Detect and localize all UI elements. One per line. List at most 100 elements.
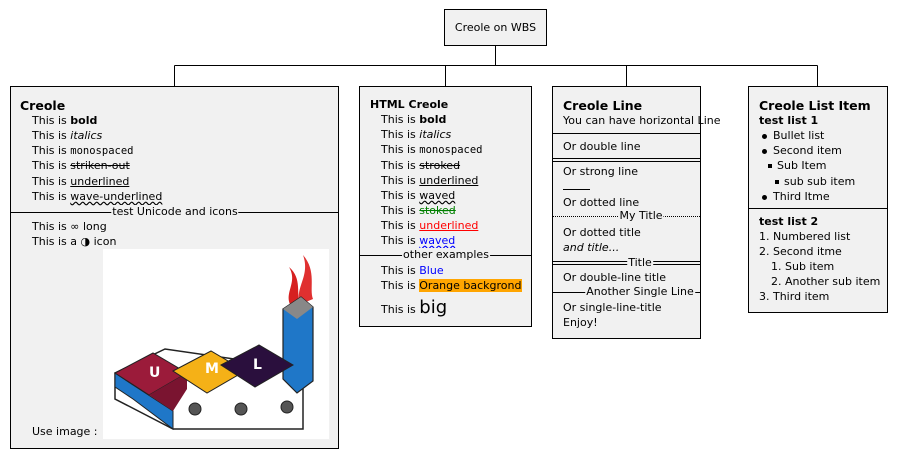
- html-waved-line: This is waved: [381, 189, 455, 202]
- bullet-label: Bullet list: [773, 129, 825, 142]
- html-under-line: This is underlined: [381, 174, 478, 187]
- uml-letter-u: U: [149, 365, 160, 381]
- single-line-title-text: Or single-line-title: [563, 301, 662, 314]
- creole-unicode-line: This is ∞ long: [32, 220, 107, 233]
- stoked-text: stoked: [419, 204, 456, 217]
- double-line-title: Title: [627, 256, 653, 269]
- strong-line: [563, 189, 590, 190]
- html-orange-line: This is Orange backgrond: [381, 279, 522, 292]
- bullet-icon: [762, 148, 767, 154]
- html-creole-node: HTML Creole This is bold This is italics…: [359, 86, 532, 327]
- list1-title: test list 1: [759, 114, 819, 127]
- prefix: This is: [32, 190, 67, 203]
- bullet-item: Bullet list: [762, 129, 824, 142]
- prefix: This is: [381, 219, 416, 232]
- prefix: This is: [381, 128, 416, 141]
- strike-text: striken-out: [70, 159, 130, 172]
- numbered-item: 3. Third item: [759, 290, 830, 303]
- prefix: This is: [32, 129, 67, 142]
- red-underlined-text: underlined: [419, 219, 479, 232]
- bullet-icon: [762, 133, 767, 139]
- creole-image-label: Use image :: [32, 425, 98, 438]
- horizontal-line-text: You can have horizontal Line: [563, 114, 721, 127]
- stroked-text: stroked: [419, 159, 461, 172]
- prefix: This is: [381, 303, 416, 316]
- html-creole-title: HTML Creole: [370, 98, 449, 111]
- creole-bold-line: This is bold: [32, 114, 97, 127]
- underlined-text: underlined: [419, 174, 479, 187]
- bullet-label: Sub Item: [777, 159, 827, 172]
- prefix: This is: [381, 159, 416, 172]
- waved-text: waved: [419, 189, 456, 202]
- prefix: This is: [381, 189, 416, 202]
- prefix: This is: [381, 204, 416, 217]
- creole-line-node: Creole Line You can have horizontal Line…: [552, 86, 721, 339]
- bullet-label: Third Itme: [773, 190, 830, 203]
- creole-list-node: Creole List Item test list 1 Bullet list…: [748, 86, 888, 313]
- prefix: This is: [32, 114, 67, 127]
- mono-text: monospaced: [419, 144, 483, 156]
- prefix: This is a: [32, 235, 77, 248]
- underlined-text: underlined: [70, 175, 130, 188]
- blue-waved-text: waved: [419, 234, 456, 247]
- sub-bullet-item: Sub Item: [768, 159, 826, 172]
- bold-text: bold: [70, 114, 98, 127]
- double-line-title-text: Or double-line title: [563, 271, 666, 284]
- dotted-title: My Title: [618, 209, 664, 222]
- creole-italic-line: This is italics: [32, 129, 102, 142]
- dotted-title-text: Or dotted title: [563, 226, 641, 239]
- creole-separator-title: test Unicode and icons: [111, 205, 239, 218]
- strong-line-text: Or strong line: [563, 165, 639, 178]
- numbered-sub-item: 2. Another sub item: [771, 275, 881, 288]
- prefix: This is: [381, 264, 416, 277]
- bullet-item: Third Itme: [762, 190, 830, 203]
- numbered-sub-item: 1. Sub item: [771, 260, 835, 273]
- html-bold-line: This is bold: [381, 113, 446, 126]
- html-separator-title: other examples: [402, 248, 490, 261]
- creole-under-line: This is underlined: [32, 175, 129, 188]
- prefix: This is: [381, 174, 416, 187]
- suffix: icon: [93, 235, 117, 248]
- html-blue-wave-line: This is waved: [381, 234, 455, 247]
- uml-logo-image: U M L: [103, 249, 329, 439]
- prefix: This is: [381, 113, 416, 126]
- html-mono-line: This is monospaced: [381, 143, 482, 156]
- html-stoked-line: This is stoked: [381, 204, 456, 217]
- list-separator: [749, 208, 887, 209]
- double-title-line-bottom: [553, 264, 700, 265]
- italic-text: italics: [419, 128, 452, 141]
- big-text: big: [419, 297, 448, 318]
- double-line-bottom: [553, 161, 700, 162]
- bullet-label: sub sub item: [784, 175, 856, 188]
- html-blue-line: This is Blue: [381, 264, 444, 277]
- horizontal-line: [553, 133, 700, 134]
- suffix: long: [82, 220, 107, 233]
- dotted-line-text: Or dotted line: [563, 196, 640, 209]
- root-node: Creole on WBS: [444, 9, 547, 46]
- italic-text: italics: [70, 129, 103, 142]
- wave-text: wave-underlined: [70, 190, 163, 203]
- uml-letter-m: M: [205, 361, 219, 377]
- html-red-under-line: This is underlined: [381, 219, 478, 232]
- prefix: This is: [381, 279, 416, 292]
- creole-list-title: Creole List Item: [759, 98, 871, 113]
- bullet-item: Second item: [762, 144, 842, 157]
- enjoy-text: Enjoy!: [563, 316, 598, 329]
- prefix: This is: [32, 220, 67, 233]
- html-italic-line: This is italics: [381, 128, 451, 141]
- and-title-text: and title...: [563, 241, 620, 254]
- bullet-icon: [762, 194, 767, 200]
- creole-node: Creole This is bold This is italics This…: [10, 86, 339, 449]
- prefix: This is: [32, 175, 67, 188]
- blue-text: Blue: [419, 264, 444, 277]
- list2-title: test list 2: [759, 215, 819, 228]
- mono-text: monospaced: [70, 145, 134, 157]
- creole-strike-line: This is striken-out: [32, 159, 130, 172]
- root-label: Creole on WBS: [454, 21, 537, 34]
- creole-line-title: Creole Line: [563, 98, 643, 113]
- square-bullet-icon: [768, 164, 772, 168]
- numbered-item: 1. Numbered list: [759, 230, 851, 243]
- creole-title: Creole: [20, 98, 66, 113]
- square-bullet-icon: [775, 180, 779, 184]
